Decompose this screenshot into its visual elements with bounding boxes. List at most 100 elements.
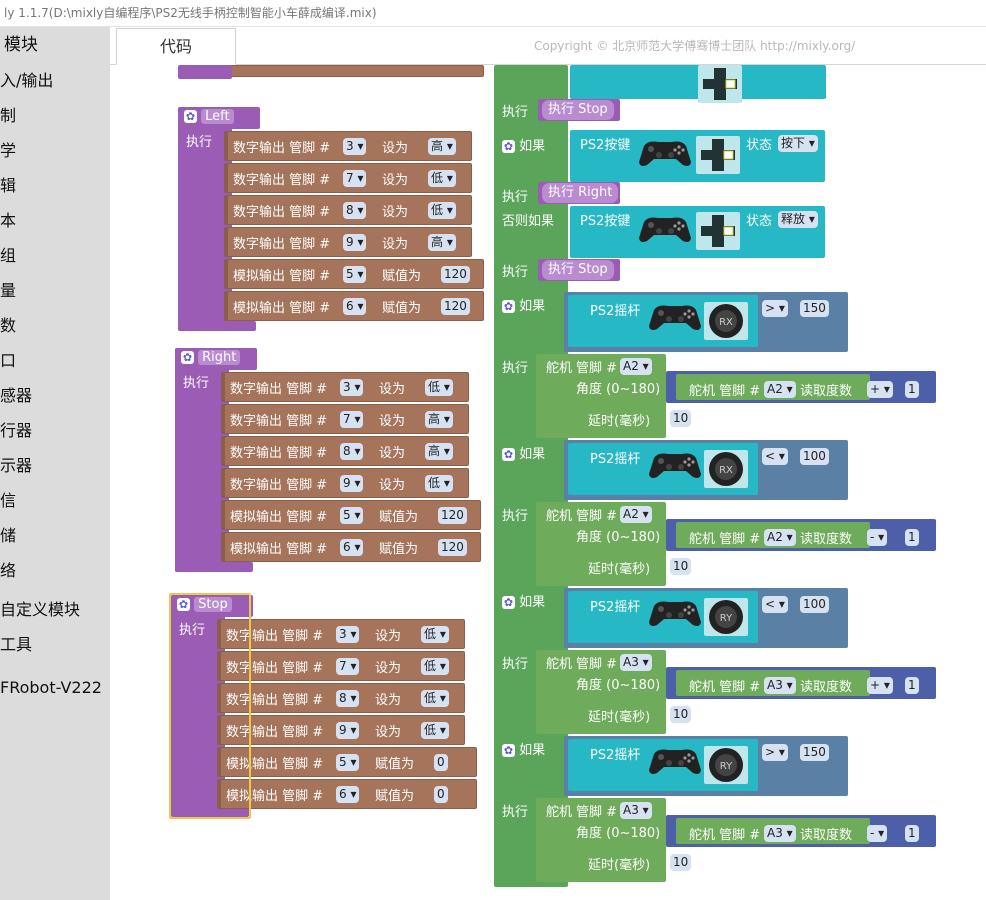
- stop-value-4[interactable]: 0: [434, 754, 448, 771]
- stop-pin-0[interactable]: 3 ▾: [336, 626, 360, 643]
- stick-3-delay[interactable]: 10: [670, 854, 692, 871]
- stick-1-delay-label: 延时(毫秒): [588, 562, 651, 577]
- left-row-op-5: 赋值为: [382, 301, 422, 316]
- stick-0-servo-pin[interactable]: A2 ▾: [620, 358, 652, 375]
- stop-pin-3[interactable]: 9 ▾: [336, 722, 360, 739]
- right-pin-2[interactable]: 8 ▾: [340, 443, 364, 460]
- gear-icon: ✿: [502, 300, 515, 313]
- category-storage[interactable]: 储: [0, 526, 17, 545]
- category-display[interactable]: 示器: [0, 456, 33, 475]
- stick-2-sign[interactable]: + ▾: [867, 677, 893, 694]
- right-pin-3[interactable]: 9 ▾: [340, 475, 364, 492]
- right-level-3[interactable]: 低 ▾: [425, 475, 453, 492]
- category-tools[interactable]: 工具: [0, 635, 33, 654]
- category-text[interactable]: 本: [0, 211, 17, 230]
- right-level-2[interactable]: 高 ▾: [425, 443, 453, 460]
- stop-pin-5[interactable]: 6 ▾: [336, 786, 360, 803]
- category-comm[interactable]: 信: [0, 491, 17, 510]
- stick-2-servo-pin[interactable]: A3 ▾: [620, 654, 652, 671]
- left-value-4[interactable]: 120: [441, 266, 470, 283]
- stick-2-delay[interactable]: 10: [670, 706, 692, 723]
- stick-1-op[interactable]: < ▾: [762, 448, 788, 465]
- right-row-op-1: 设为: [379, 414, 406, 429]
- stick-3-sign[interactable]: - ▾: [867, 825, 888, 842]
- right-pin-5[interactable]: 6 ▾: [340, 539, 364, 556]
- stick-2-read-pin[interactable]: A3 ▾: [764, 677, 796, 694]
- stop-pin-4[interactable]: 5 ▾: [336, 754, 360, 771]
- stop-level-3[interactable]: 低 ▾: [421, 722, 449, 739]
- left-level-0[interactable]: 高 ▾: [428, 138, 456, 155]
- category-variable[interactable]: 量: [0, 281, 17, 300]
- category-math[interactable]: 学: [0, 141, 17, 160]
- stop-pin-1[interactable]: 7 ▾: [336, 658, 360, 675]
- category-network[interactable]: 络: [0, 561, 17, 580]
- right-level-0[interactable]: 低 ▾: [425, 379, 453, 396]
- stick-3-gamepad-icon: [649, 749, 701, 774]
- stick-1-step[interactable]: 1: [905, 529, 919, 546]
- category-custom[interactable]: 自定义模块: [0, 600, 81, 619]
- stick-3-threshold[interactable]: 150: [800, 744, 829, 761]
- stick-0-sign[interactable]: + ▾: [867, 381, 893, 398]
- stick-0-threshold[interactable]: 150: [800, 300, 829, 317]
- stick-1-read-pin[interactable]: A2 ▾: [764, 529, 796, 546]
- category-sensor[interactable]: 感器: [0, 386, 33, 405]
- left-level-3[interactable]: 高 ▾: [428, 234, 456, 251]
- stick-3-step[interactable]: 1: [905, 825, 919, 842]
- stick-0-delay[interactable]: 10: [670, 410, 692, 427]
- left-pin-2[interactable]: 8 ▾: [343, 202, 367, 219]
- stick-3-read-pin[interactable]: A3 ▾: [764, 825, 796, 842]
- stick-3-servo-pin[interactable]: A3 ▾: [620, 802, 652, 819]
- left-pin-3[interactable]: 9 ▾: [343, 234, 367, 251]
- stick-2-step[interactable]: 1: [905, 677, 919, 694]
- stick-2-op[interactable]: < ▾: [762, 596, 788, 613]
- stop-level-1[interactable]: 低 ▾: [421, 658, 449, 675]
- stick-1-threshold[interactable]: 100: [800, 448, 829, 465]
- stick-1-delay[interactable]: 10: [670, 558, 692, 575]
- stick-3-op[interactable]: > ▾: [762, 744, 788, 761]
- right-pin-4[interactable]: 5 ▾: [340, 507, 364, 524]
- left-row-5[interactable]: [224, 291, 484, 321]
- right-level-1[interactable]: 高 ▾: [425, 411, 453, 428]
- call-right[interactable]: 执行 Right: [542, 183, 619, 203]
- stick-2-threshold[interactable]: 100: [800, 596, 829, 613]
- category-serial[interactable]: 口: [0, 351, 17, 370]
- category-logic[interactable]: 辑: [0, 176, 17, 195]
- stick-0-step[interactable]: 1: [905, 381, 919, 398]
- tab-code[interactable]: 代码: [116, 28, 236, 65]
- category-io[interactable]: 入/输出: [0, 71, 54, 90]
- stop-level-2[interactable]: 低 ▾: [421, 690, 449, 707]
- right-value-5[interactable]: 120: [438, 539, 467, 556]
- right-func-block[interactable]: [175, 348, 229, 572]
- left-pin-5[interactable]: 6 ▾: [343, 298, 367, 315]
- left-level-1[interactable]: 低 ▾: [428, 170, 456, 187]
- right-value-4[interactable]: 120: [438, 507, 467, 524]
- category-board[interactable]: FRobot-V222: [0, 678, 102, 697]
- category-array[interactable]: 组: [0, 246, 17, 265]
- left-value-5[interactable]: 120: [441, 298, 470, 315]
- stop-level-0[interactable]: 低 ▾: [421, 626, 449, 643]
- left-pin-1[interactable]: 7 ▾: [343, 170, 367, 187]
- category-actuator[interactable]: 行器: [0, 421, 33, 440]
- call-stop-2[interactable]: 执行 Stop: [542, 260, 614, 280]
- top-partial-row[interactable]: [226, 65, 484, 77]
- stick-0-read-pin[interactable]: A2 ▾: [764, 381, 796, 398]
- left-pin-0[interactable]: 3 ▾: [343, 138, 367, 155]
- category-function[interactable]: 数: [0, 316, 17, 335]
- left-level-2[interactable]: 低 ▾: [428, 202, 456, 219]
- call-stop-1[interactable]: 执行 Stop: [542, 100, 614, 120]
- stick-0-gamepad-icon: [649, 305, 701, 330]
- right-pin-1[interactable]: 7 ▾: [340, 411, 364, 428]
- category-control[interactable]: 制: [0, 106, 17, 125]
- ps2-btn-2-state[interactable]: 释放 ▾: [778, 211, 818, 228]
- stick-1-sign[interactable]: - ▾: [867, 529, 888, 546]
- left-pin-4[interactable]: 5 ▾: [343, 266, 367, 283]
- stop-func-block[interactable]: [171, 595, 225, 817]
- ps2-btn-1-state[interactable]: 按下 ▾: [778, 135, 818, 152]
- right-pin-0[interactable]: 3 ▾: [340, 379, 364, 396]
- stop-pin-2[interactable]: 8 ▾: [336, 690, 360, 707]
- left-func-block[interactable]: [178, 107, 232, 331]
- stop-value-5[interactable]: 0: [434, 786, 448, 803]
- stick-1-servo-pin[interactable]: A2 ▾: [620, 506, 652, 523]
- stick-0-op[interactable]: > ▾: [762, 300, 788, 317]
